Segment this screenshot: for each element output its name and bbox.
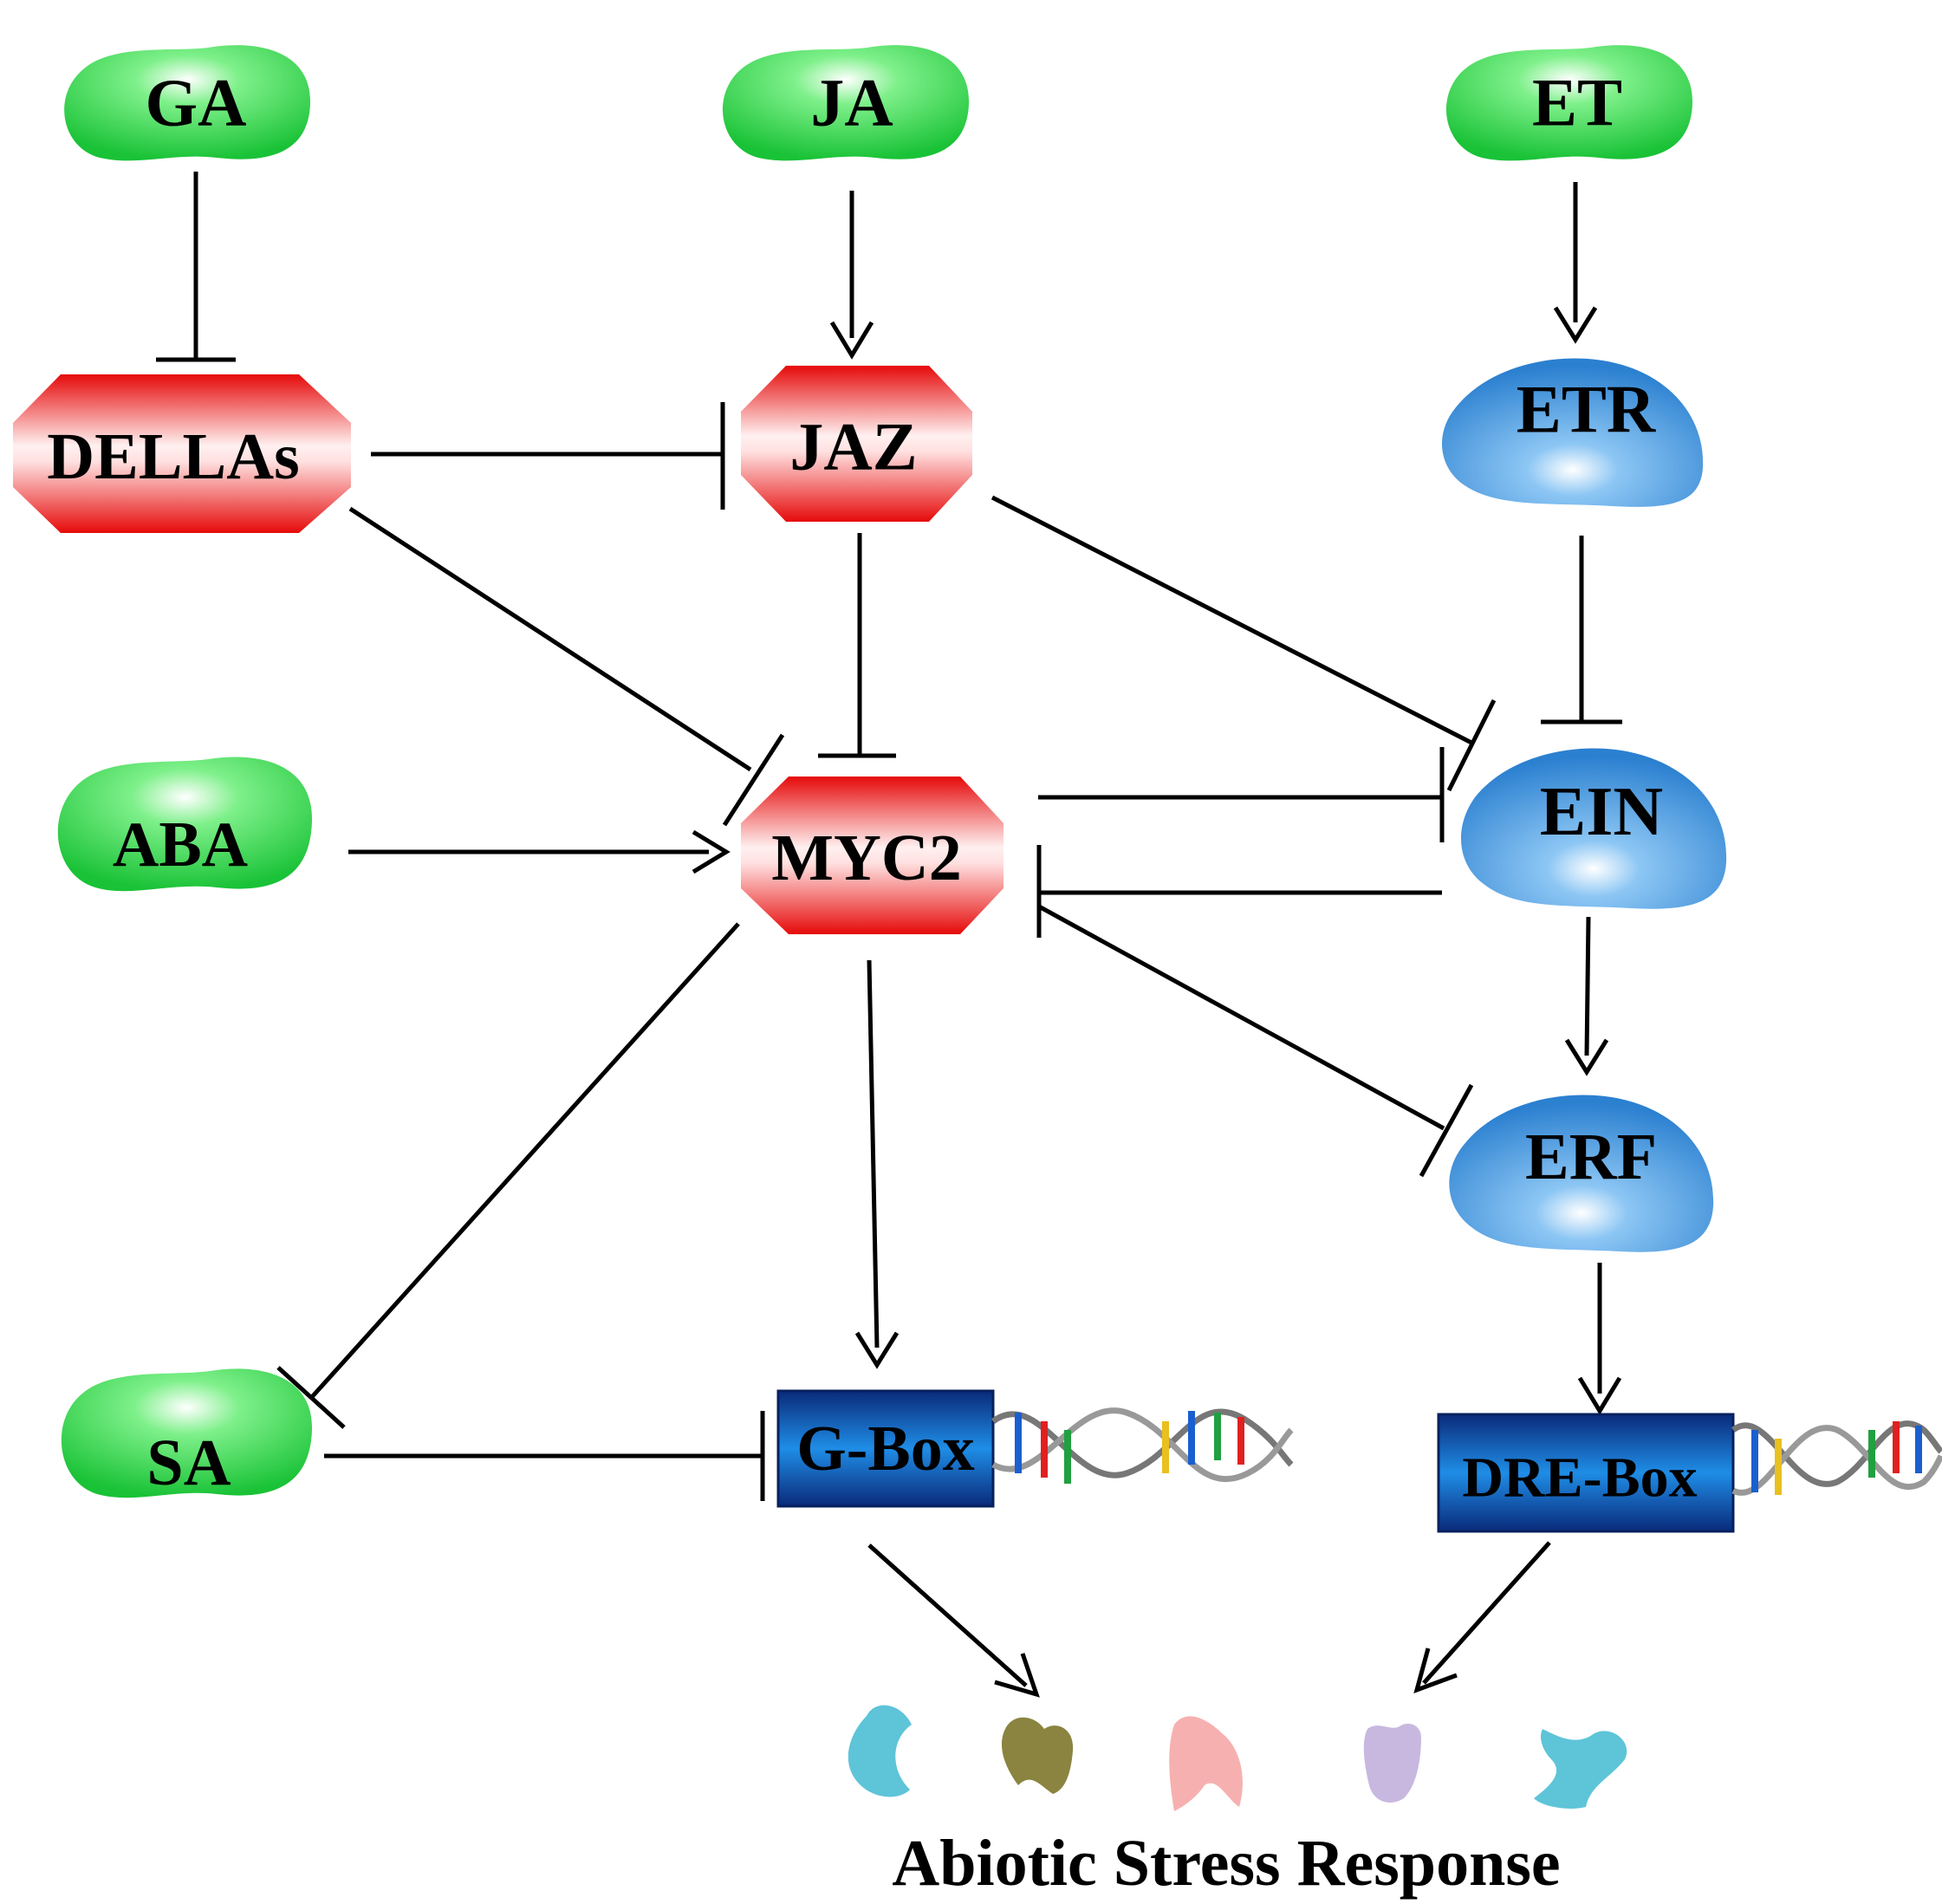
hormone-blob-shape <box>61 1368 313 1498</box>
node-dellas-label: DELLAs <box>47 420 299 493</box>
edge-myc2-gbox-arrowhead <box>854 1331 900 1369</box>
node-et-label: ET <box>1532 65 1622 140</box>
hormone-blob-shape <box>64 45 311 161</box>
octagon-shape <box>741 777 1003 934</box>
node-sa: SA <box>61 1368 313 1499</box>
edge-ein-erf <box>1584 916 1591 1056</box>
edge-gbox-response <box>867 1543 1028 1687</box>
node-jaz-label: JAZ <box>789 409 917 484</box>
node-etr: ETR <box>1441 358 1704 507</box>
edge-dellas-myc2-bar <box>722 733 785 827</box>
protein-icon-pink <box>1169 1716 1243 1811</box>
node-myc2: MYC2 <box>741 777 1003 934</box>
edge-drebox-response-arrowhead <box>1413 1647 1458 1694</box>
node-aba-label: ABA <box>113 809 248 881</box>
protein-icon-cyan <box>1534 1729 1627 1809</box>
node-aba: ABA <box>57 757 313 892</box>
octagon-shape <box>741 366 972 522</box>
edge-dellas-myc2 <box>348 506 752 772</box>
dna-helix-icon <box>990 1407 1294 1484</box>
edge-erf-drebox-arrowhead <box>1577 1376 1622 1415</box>
node-ga: GA <box>64 45 311 161</box>
node-jaz: JAZ <box>741 366 972 522</box>
node-erf: ERF <box>1449 1095 1714 1252</box>
node-drebox: DRE-Box <box>1437 1413 1942 1533</box>
edge-myc2-sa <box>309 922 740 1400</box>
node-ga-label: GA <box>146 65 247 140</box>
edge-aba-myc2-arrowhead <box>692 829 731 874</box>
edges <box>156 172 1622 1698</box>
protein-icon-olive <box>1001 1717 1074 1794</box>
node-ein-label: EIN <box>1540 774 1663 850</box>
edge-jaz-ein <box>990 495 1475 746</box>
edge-myc2-sa-bar <box>276 1366 346 1429</box>
edge-drebox-response <box>1422 1541 1551 1685</box>
node-sa-label: SA <box>146 1426 231 1499</box>
hormone-blob-shape <box>1445 45 1693 161</box>
node-myc2-label: MYC2 <box>771 822 962 894</box>
drebox-rect <box>1437 1413 1735 1533</box>
protein-blob-shape <box>1441 358 1704 507</box>
dna-helix-icon <box>1731 1420 1942 1496</box>
protein-blob-shape <box>1460 748 1727 909</box>
node-ja-label: JA <box>810 65 893 140</box>
response-caption: Abiotic Stress Response <box>892 1827 1560 1900</box>
node-ein: EIN <box>1460 748 1727 909</box>
edge-erf-myc2-bar <box>1419 1083 1474 1178</box>
edge-et-etr-arrowhead <box>1553 306 1598 344</box>
node-erf-label: ERF <box>1525 1121 1657 1193</box>
edge-jaz-ein-bar <box>1446 699 1497 792</box>
octagon-shape <box>13 374 351 533</box>
protein-icon-lavender <box>1363 1723 1421 1803</box>
edge-ja-jaz-arrowhead <box>829 321 874 360</box>
node-drebox-label: DRE-Box <box>1462 1446 1697 1510</box>
node-ja: JA <box>722 45 970 161</box>
node-gbox-label: G-Box <box>796 1413 975 1485</box>
response-proteins <box>848 1705 1627 1811</box>
hormone-blob-shape <box>722 45 970 161</box>
edge-myc2-gbox <box>867 959 880 1348</box>
protein-blob-shape <box>1449 1095 1714 1252</box>
edge-ein-erf-arrowhead <box>1564 1038 1609 1076</box>
protein-icon-teal <box>848 1705 912 1797</box>
edge-gbox-response-arrowhead <box>994 1653 1040 1698</box>
gbox-rect <box>776 1389 995 1508</box>
hormone-blob-shape <box>57 757 313 892</box>
node-gbox: G-Box <box>776 1389 1294 1508</box>
edge-erf-myc2 <box>1037 904 1445 1131</box>
node-et: ET <box>1445 45 1693 161</box>
node-etr-label: ETR <box>1517 372 1657 447</box>
node-dellas: DELLAs <box>13 374 351 533</box>
